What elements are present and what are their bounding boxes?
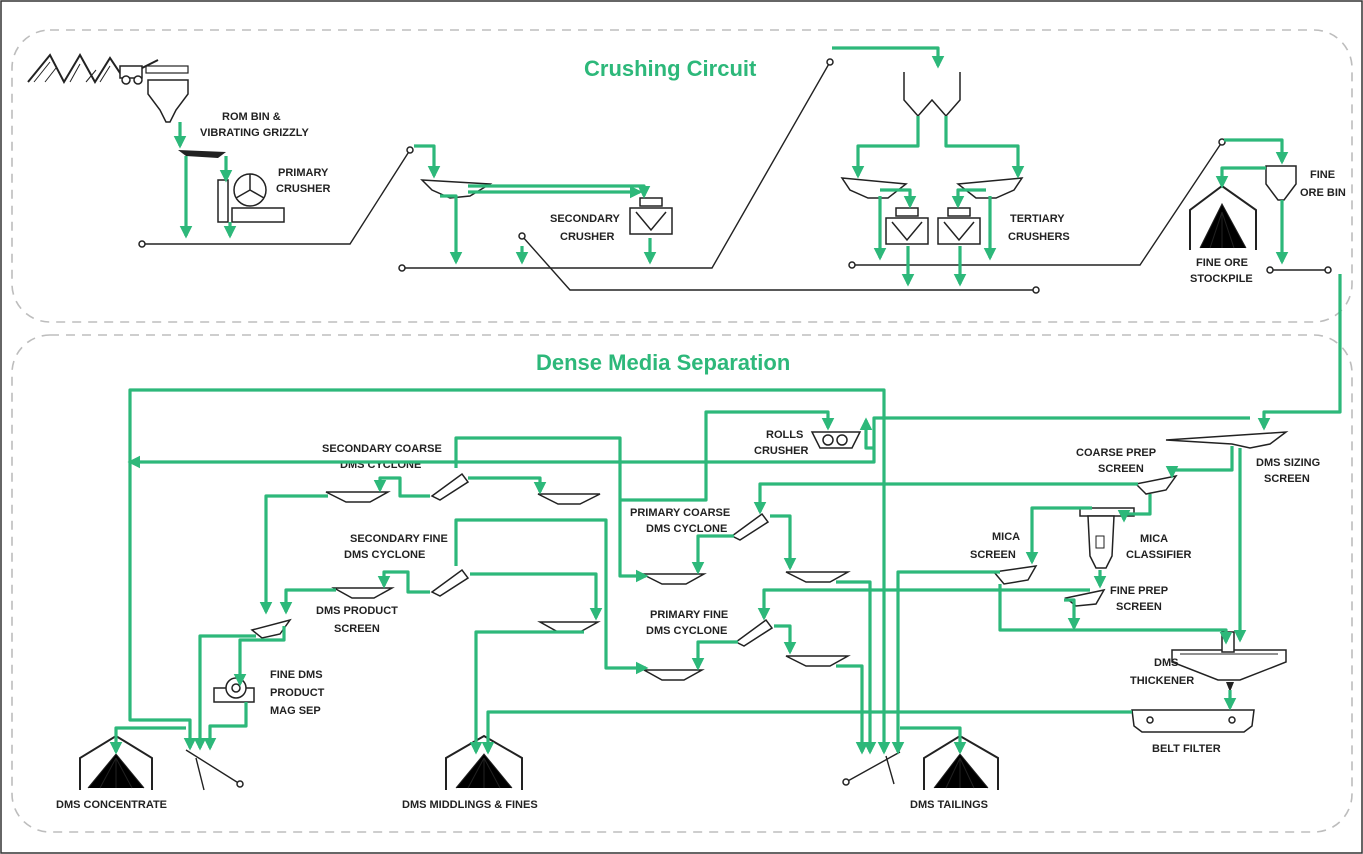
dms-title: Dense Media Separation	[536, 350, 790, 375]
coarse-prep-screen-icon	[1134, 474, 1178, 495]
secondary-fine-cyclone-icon	[430, 568, 470, 597]
rolls-crusher-icon	[810, 431, 862, 449]
conveyor-1	[142, 149, 411, 245]
prim-coarse-float-screen-icon	[785, 571, 851, 583]
belt-filter-label: BELT FILTER	[1152, 743, 1221, 755]
rom-bin-icon	[145, 65, 189, 123]
mica-classifier-icon	[1079, 507, 1135, 569]
prim-coarse-label-1: PRIMARY COARSE	[630, 507, 730, 519]
dms-concentrate-label: DMS CONCENTRATE	[56, 799, 167, 811]
secondary-crusher-label-2: CRUSHER	[560, 231, 614, 243]
mica-classifier-label-2: CLASSIFIER	[1126, 549, 1191, 561]
dms-middlings-label: DMS MIDDLINGS & FINES	[402, 799, 538, 811]
fine-dms-label-2: PRODUCT	[270, 687, 325, 699]
dms-thickener-icon	[1171, 631, 1287, 692]
coarse-prep-label-1: COARSE PREP	[1076, 447, 1156, 459]
tertiary-screen-right-icon	[956, 177, 1024, 199]
conveyor-3	[521, 235, 1036, 291]
coarse-prep-label-2: SCREEN	[1098, 463, 1144, 475]
dms-sizing-label-1: DMS SIZING	[1256, 457, 1320, 469]
fine-dms-label-1: FINE DMS	[270, 669, 323, 681]
rom-bin-label-1: ROM BIN &	[222, 111, 281, 123]
rolls-crusher-label-1: ROLLS	[766, 429, 803, 441]
conveyor-4	[852, 141, 1223, 266]
fine-prep-screen-icon	[1064, 588, 1106, 607]
fine-ore-stockpile-icon	[1189, 184, 1257, 250]
dms-sizing-screen-icon	[1165, 431, 1289, 449]
prim-coarse-label-2: DMS CYCLONE	[646, 523, 727, 535]
sec-coarse-float-screen-icon	[537, 493, 601, 505]
vibrating-grizzly-icon	[178, 150, 226, 158]
tertiary-label-2: CRUSHERS	[1008, 231, 1070, 243]
mag-separator-icon	[213, 677, 255, 703]
primary-crusher-label-1: PRIMARY	[278, 167, 329, 179]
dms-thickener-label-2: THICKENER	[1130, 675, 1194, 687]
dms-flow-lines	[109, 274, 1342, 755]
prim-fine-label-2: DMS CYCLONE	[646, 625, 727, 637]
secondary-coarse-cyclone-icon	[430, 472, 470, 501]
crushing-circuit-boundary	[11, 29, 1353, 323]
dms-product-screen-icon	[331, 587, 395, 599]
fine-ore-bin-label-2: ORE BIN	[1300, 187, 1346, 199]
mica-screen-label-2: SCREEN	[970, 549, 1016, 561]
dms-sizing-label-2: SCREEN	[1264, 473, 1310, 485]
prim-fine-label-1: PRIMARY FINE	[650, 609, 728, 621]
fine-ore-stockpile-label-2: STOCKPILE	[1190, 273, 1253, 285]
tertiary-screen-left-icon	[840, 177, 908, 199]
mica-screen-label-1: MICA	[992, 531, 1020, 543]
secondary-crusher-icon	[629, 197, 673, 235]
prim-fine-float-screen-icon	[785, 655, 851, 667]
rom-bin-label-2: VIBRATING GRIZZLY	[200, 127, 309, 139]
surge-bin-icon	[903, 72, 961, 118]
dms-boundary	[11, 334, 1353, 833]
fine-prep-label-1: FINE PREP	[1110, 585, 1168, 597]
fine-ore-bin-icon	[1265, 165, 1297, 201]
mica-screen-icon	[992, 565, 1038, 585]
dms-tailings-label: DMS TAILINGS	[910, 799, 988, 811]
crushing-circuit-title: Crushing Circuit	[584, 56, 757, 81]
concentrate-conveyor	[185, 749, 241, 791]
sec-fine-label-1: SECONDARY FINE	[350, 533, 448, 545]
prim-coarse-sink-screen-icon	[641, 573, 707, 585]
primary-crusher-icon	[217, 173, 285, 223]
primary-crusher-label-2: CRUSHER	[276, 183, 330, 195]
mica-classifier-label-1: MICA	[1140, 533, 1168, 545]
tertiary-crusher-right-icon	[937, 207, 981, 245]
sec-coarse-sink-screen-icon	[325, 491, 391, 503]
sec-coarse-label-1: SECONDARY COARSE	[322, 443, 442, 455]
fine-dms-screen-icon	[250, 618, 292, 639]
belt-filter-icon	[1131, 709, 1255, 733]
fine-ore-bin-label-1: FINE	[1310, 169, 1335, 181]
primary-coarse-cyclone-icon	[730, 512, 770, 541]
dms-thickener-label-1: DMS	[1154, 657, 1178, 669]
rolls-crusher-label-2: CRUSHER	[754, 445, 808, 457]
fine-dms-label-3: MAG SEP	[270, 705, 321, 717]
fine-ore-stockpile-label-1: FINE ORE	[1196, 257, 1248, 269]
tertiary-label-1: TERTIARY	[1010, 213, 1065, 225]
primary-fine-cyclone-icon	[734, 618, 774, 647]
secondary-crusher-label-1: SECONDARY	[550, 213, 621, 225]
dms-product-label-1: DMS PRODUCT	[316, 605, 398, 617]
tertiary-crusher-left-icon	[885, 207, 929, 245]
dms-middlings-stockpile-icon	[445, 734, 523, 790]
crushing-flow-lines	[173, 46, 1289, 287]
rom-stockpile-icon	[27, 52, 159, 85]
tailings-conveyor	[845, 751, 901, 785]
conveyor-2	[402, 61, 831, 269]
dms-product-label-2: SCREEN	[334, 623, 380, 635]
fine-prep-label-2: SCREEN	[1116, 601, 1162, 613]
prim-fine-sink-screen-icon	[641, 669, 705, 681]
sec-fine-label-2: DMS CYCLONE	[344, 549, 425, 561]
